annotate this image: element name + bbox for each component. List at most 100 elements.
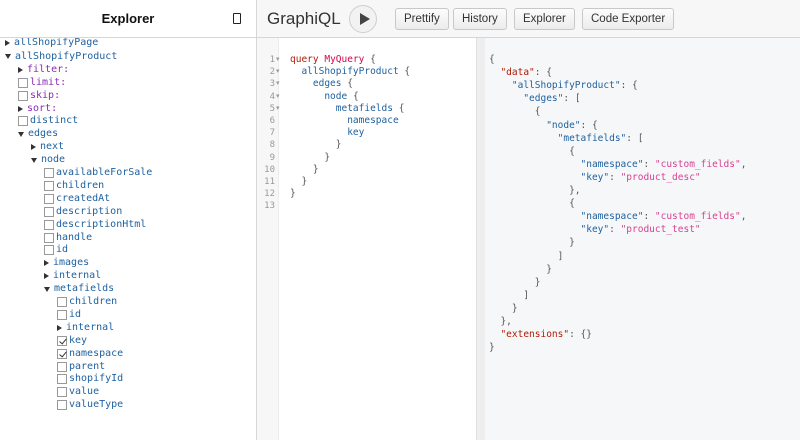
caret-right-icon[interactable] (18, 105, 23, 112)
explorer-item[interactable]: key (57, 334, 87, 348)
explorer-item[interactable]: allShopifyPage (5, 38, 98, 50)
checkbox-icon[interactable] (44, 193, 54, 204)
checkbox-checked-icon[interactable] (57, 335, 67, 346)
code-exporter-button[interactable]: Code Exporter (582, 8, 675, 30)
result-line: { (489, 54, 495, 66)
query-token: allShopifyProduct (301, 66, 399, 78)
explorer-item[interactable]: filter: (18, 63, 69, 77)
checkbox-icon[interactable] (44, 232, 54, 243)
explorer-item[interactable]: sort: (18, 102, 57, 116)
result-token: } (489, 342, 495, 354)
checkbox-icon[interactable] (57, 297, 67, 307)
checkbox-icon[interactable] (57, 309, 67, 320)
explorer-item[interactable]: parent (57, 360, 105, 374)
caret-down-icon[interactable] (44, 286, 50, 292)
explorer-item[interactable]: internal (44, 269, 101, 283)
checkbox-icon[interactable] (44, 180, 54, 191)
explorer-item[interactable]: distinct (18, 114, 78, 128)
explorer-item-label: next (40, 141, 65, 153)
caret-right-icon[interactable] (5, 40, 10, 46)
checkbox-checked-icon[interactable] (57, 348, 67, 359)
explorer-item[interactable]: namespace (57, 347, 123, 361)
checkbox-icon[interactable] (18, 116, 28, 127)
line-number-gutter (257, 38, 279, 440)
prettify-button[interactable]: Prettify (395, 8, 449, 30)
caret-down-icon[interactable] (18, 131, 24, 137)
query-token: MyQuery (324, 54, 365, 65)
checkbox-icon[interactable] (57, 361, 67, 372)
explorer-item-label: parent (69, 360, 106, 372)
query-line: } (290, 188, 296, 200)
run-query-button[interactable] (349, 5, 377, 33)
result-line: }, (489, 316, 511, 328)
explorer-item[interactable]: createdAt (44, 192, 110, 206)
checkbox-icon[interactable] (18, 77, 28, 88)
explorer-item[interactable]: edges (18, 127, 58, 141)
explorer-item-label: description (56, 205, 123, 217)
explorer-item[interactable]: description (44, 205, 122, 219)
fold-arrow-icon[interactable]: ▾ (276, 92, 280, 100)
explorer-item[interactable]: id (44, 243, 68, 257)
result-token (489, 329, 500, 340)
caret-down-icon[interactable] (5, 54, 11, 60)
result-viewer: { "data": { "allShopifyProduct": { "edge… (477, 38, 800, 440)
fold-arrow-icon[interactable]: ▾ (276, 68, 280, 76)
checkbox-icon[interactable] (18, 90, 28, 101)
line-number: 5 (269, 103, 275, 114)
explorer-item[interactable]: node (31, 153, 65, 167)
explorer-item[interactable]: skip: (18, 89, 60, 103)
explorer-item[interactable]: descriptionHtml (44, 218, 146, 232)
query-editor[interactable]: 1▾query MyQuery {2▾ allShopifyProduct {3… (257, 38, 477, 440)
caret-right-icon[interactable] (44, 273, 49, 280)
explorer-item[interactable]: allShopifyProduct (5, 50, 117, 64)
result-line: } (489, 237, 575, 249)
explorer-item[interactable]: internal (57, 321, 114, 335)
fold-arrow-icon[interactable]: ▾ (276, 104, 280, 112)
line-number: 10 (264, 164, 275, 175)
query-line: } (290, 164, 319, 176)
caret-right-icon[interactable] (57, 324, 62, 331)
result-token: "product_desc" (620, 171, 701, 183)
query-line: } (290, 176, 307, 188)
explorer-item[interactable]: limit: (18, 76, 66, 90)
caret-right-icon[interactable] (31, 144, 36, 151)
checkbox-icon[interactable] (44, 168, 54, 178)
explorer-item-label: distinct (30, 115, 79, 127)
history-button[interactable]: History (453, 8, 507, 30)
explorer-item[interactable]: handle (44, 231, 92, 245)
explorer-button[interactable]: Explorer (514, 8, 575, 30)
checkbox-icon[interactable] (44, 219, 54, 230)
explorer-item[interactable]: availableForSale (44, 166, 152, 180)
query-line: key (290, 127, 364, 139)
checkbox-icon[interactable] (57, 387, 67, 398)
explorer-item[interactable]: images (44, 256, 89, 270)
caret-right-icon[interactable] (44, 260, 49, 267)
checkbox-icon[interactable] (44, 206, 54, 217)
explorer-item[interactable]: next (31, 140, 64, 154)
explorer-item[interactable]: shopifyId (57, 372, 123, 386)
fold-arrow-icon[interactable]: ▾ (276, 56, 280, 63)
result-token: } (489, 302, 518, 314)
checkbox-icon[interactable] (57, 374, 67, 385)
explorer-item[interactable]: children (57, 295, 117, 309)
result-token: { (489, 54, 495, 65)
result-token: "extensions" (500, 329, 570, 341)
fold-arrow-icon[interactable]: ▾ (276, 80, 280, 88)
checkbox-icon[interactable] (44, 245, 54, 256)
query-token: query (290, 54, 319, 65)
close-explorer-icon[interactable] (233, 13, 241, 24)
result-gutter (477, 38, 485, 440)
explorer-item[interactable]: children (44, 179, 104, 193)
explorer-item[interactable]: metafields (44, 282, 114, 296)
result-token: : (609, 171, 621, 183)
caret-right-icon[interactable] (18, 66, 23, 73)
caret-down-icon[interactable] (31, 157, 37, 163)
explorer-item[interactable]: id (57, 308, 81, 322)
line-number: 2 (269, 67, 275, 78)
result-token: "product_test" (620, 224, 701, 236)
explorer-item[interactable]: value (57, 385, 99, 399)
checkbox-icon[interactable] (57, 400, 67, 411)
explorer-item-label: children (69, 296, 118, 307)
result-line: "node": { (489, 120, 598, 132)
explorer-item[interactable]: valueType (57, 398, 123, 412)
